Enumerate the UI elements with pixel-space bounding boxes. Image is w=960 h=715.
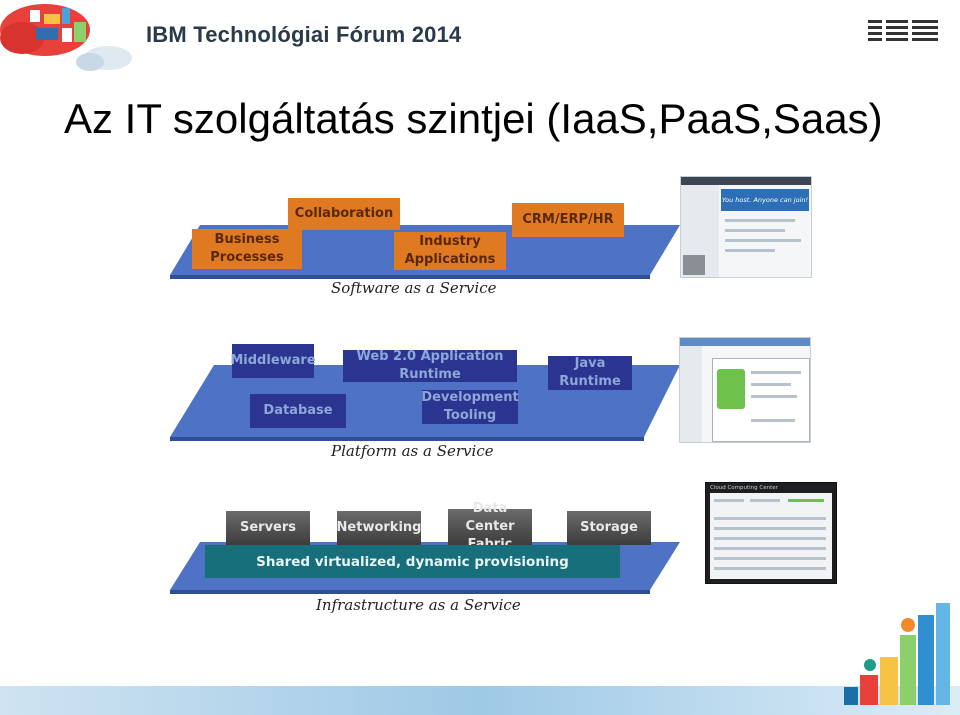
database-icon <box>717 369 745 409</box>
iaas-screenshot: Cloud Computing Center <box>705 482 837 584</box>
forum-title: IBM Technológiai Fórum 2014 <box>146 22 462 47</box>
house-icon <box>683 255 705 275</box>
shared-provisioning-bar: Shared virtualized, dynamic provisioning <box>205 545 620 578</box>
crm-erp-hr-box: CRM/ERP/HR <box>512 203 624 237</box>
iaas-label: Infrastructure as a Service <box>316 596 521 614</box>
networking-box: Networking <box>337 511 421 545</box>
saas-screenshot: You host. Anyone can join! <box>680 176 812 278</box>
city-illustration-icon <box>844 603 950 705</box>
ibm-logo <box>868 20 938 41</box>
collaboration-box: Collaboration <box>288 198 400 230</box>
servers-box: Servers <box>226 511 310 545</box>
business-processes-box: Business Processes <box>192 229 302 269</box>
industry-applications-box: Industry Applications <box>394 232 506 270</box>
bottom-decoration-strip <box>0 686 960 715</box>
data-center-fabric-box: Data Center Fabric <box>448 501 532 552</box>
saas-label: Software as a Service <box>331 279 497 297</box>
storage-box: Storage <box>567 511 651 545</box>
java-runtime-box: Java Runtime <box>548 356 632 390</box>
paas-label: Platform as a Service <box>331 442 494 460</box>
cloud-logo-icon <box>0 4 132 71</box>
paas-screenshot <box>679 337 811 443</box>
web20-runtime-box: Web 2.0 Application Runtime <box>343 349 517 382</box>
iaas-screenshot-title: Cloud Computing Center <box>710 485 778 491</box>
saas-screenshot-banner: You host. Anyone can join! <box>721 189 809 211</box>
slide-title: Az IT szolgáltatás szintjei (IaaS,PaaS,S… <box>64 95 883 142</box>
database-box: Database <box>250 394 346 428</box>
middleware-box: Middleware <box>230 344 316 378</box>
development-tooling-box: Development Tooling <box>421 390 519 424</box>
